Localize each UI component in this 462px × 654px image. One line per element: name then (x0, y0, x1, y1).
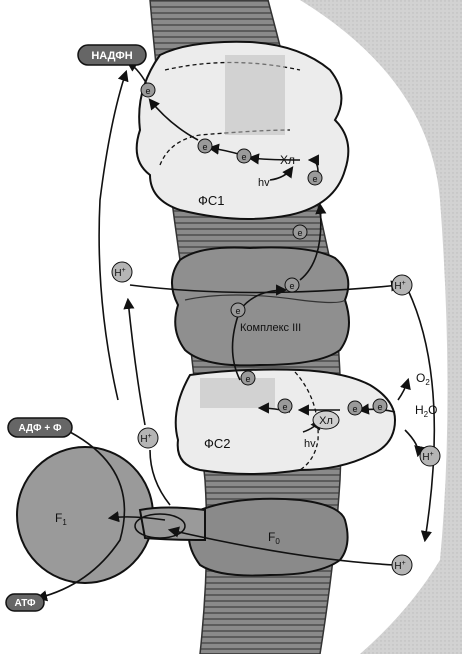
svg-text:е: е (241, 152, 246, 162)
complex3-label: Комплекс III (240, 322, 301, 334)
electron-circle-icon: е (277, 398, 293, 414)
svg-text:Н+: Н+ (394, 560, 405, 572)
ps2-chl-token (312, 410, 340, 430)
svg-text:е: е (145, 86, 150, 96)
svg-text:е: е (282, 402, 287, 412)
atp-badge (5, 593, 45, 612)
ps2-hv-label: hv (304, 438, 316, 450)
complex3 (171, 246, 350, 367)
svg-text:е: е (352, 404, 357, 414)
background-panel (300, 0, 462, 654)
ps1-hv-label: hv (258, 177, 270, 189)
o2-label: O2 (416, 371, 430, 387)
f1-stalk-ring (134, 513, 186, 539)
electron-circle-icon: е (347, 400, 363, 416)
electron-circle-icon: е (140, 82, 156, 98)
adp-badge (7, 417, 73, 438)
svg-text:Н+: Н+ (422, 451, 433, 463)
f1-label: F1 (55, 511, 67, 527)
electron-tokens: е е е е е е е е е е е (140, 82, 388, 416)
proton-circle-icon: Н+ (419, 445, 441, 467)
svg-text:Н+: Н+ (140, 433, 151, 445)
svg-text:е: е (245, 374, 250, 384)
proton-circle-icon: Н+ (137, 427, 159, 449)
h2o-label: H2O (415, 403, 437, 419)
svg-text:е: е (289, 281, 294, 291)
f0-label: F0 (268, 530, 280, 546)
svg-text:е: е (235, 306, 240, 316)
proton-circle-icon: Н+ (111, 261, 133, 283)
proton-tokens: Н+ Н+ Н+ Н+ Н+ (111, 261, 441, 576)
ps1-dark-patch (225, 55, 285, 135)
svg-text:Н+: Н+ (114, 267, 125, 279)
svg-text:е: е (297, 228, 302, 238)
nadph-label: НАДФН (91, 50, 132, 62)
electron-circle-icon: е (240, 370, 256, 386)
ps2-inner-dashed (294, 371, 319, 471)
proton-circle-icon: Н+ (391, 554, 413, 576)
electron-circle-icon: е (284, 277, 300, 293)
electron-circle-icon: е (292, 224, 308, 240)
svg-text:е: е (312, 174, 317, 184)
adp-label: АДФ + Ф (18, 423, 62, 434)
nadph-badge (77, 44, 147, 66)
electron-circle-icon: е (197, 138, 213, 154)
electron-circle-icon: е (372, 398, 388, 414)
proton-circle-icon: Н+ (391, 274, 413, 296)
f1-stalk (138, 506, 206, 542)
ps2-dark-patch (200, 378, 275, 408)
electron-circle-icon: е (230, 302, 246, 318)
proton-flow-arrows (35, 69, 436, 602)
svg-text:е: е (202, 142, 207, 152)
electron-circle-icon: е (236, 148, 252, 164)
ps2-chl-text: Хл (319, 415, 333, 427)
f1-complex (16, 446, 154, 584)
ps1-chl-label: Хл (280, 153, 295, 167)
complex3-inner (184, 294, 346, 304)
ps1-label: ФС1 (198, 193, 225, 208)
ps2-label: ФС2 (204, 436, 231, 451)
svg-text:е: е (377, 402, 382, 412)
atp-label: АТФ (15, 598, 36, 609)
electron-circle-icon: е (307, 170, 323, 186)
svg-text:Н+: Н+ (394, 280, 405, 292)
